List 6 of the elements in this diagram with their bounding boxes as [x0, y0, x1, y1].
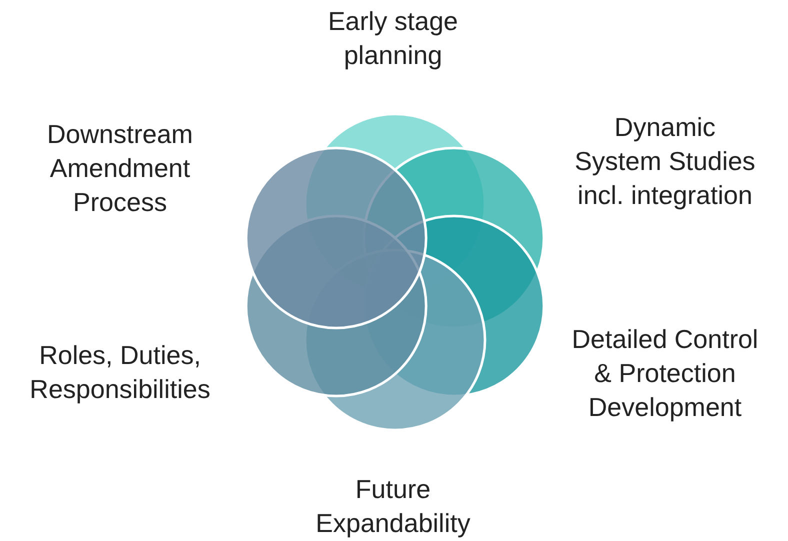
circle-label: Future Expandability — [314, 473, 472, 540]
circle-label: Detailed Control & Protection Development — [570, 323, 760, 424]
circle-label: Roles, Duties, Responsibilities — [28, 339, 212, 406]
circle-label: Downstream Amendment Process — [46, 118, 194, 219]
circle-label: Dynamic System Studies incl. integration — [574, 111, 756, 212]
circle-label: Early stage planning — [326, 5, 460, 72]
